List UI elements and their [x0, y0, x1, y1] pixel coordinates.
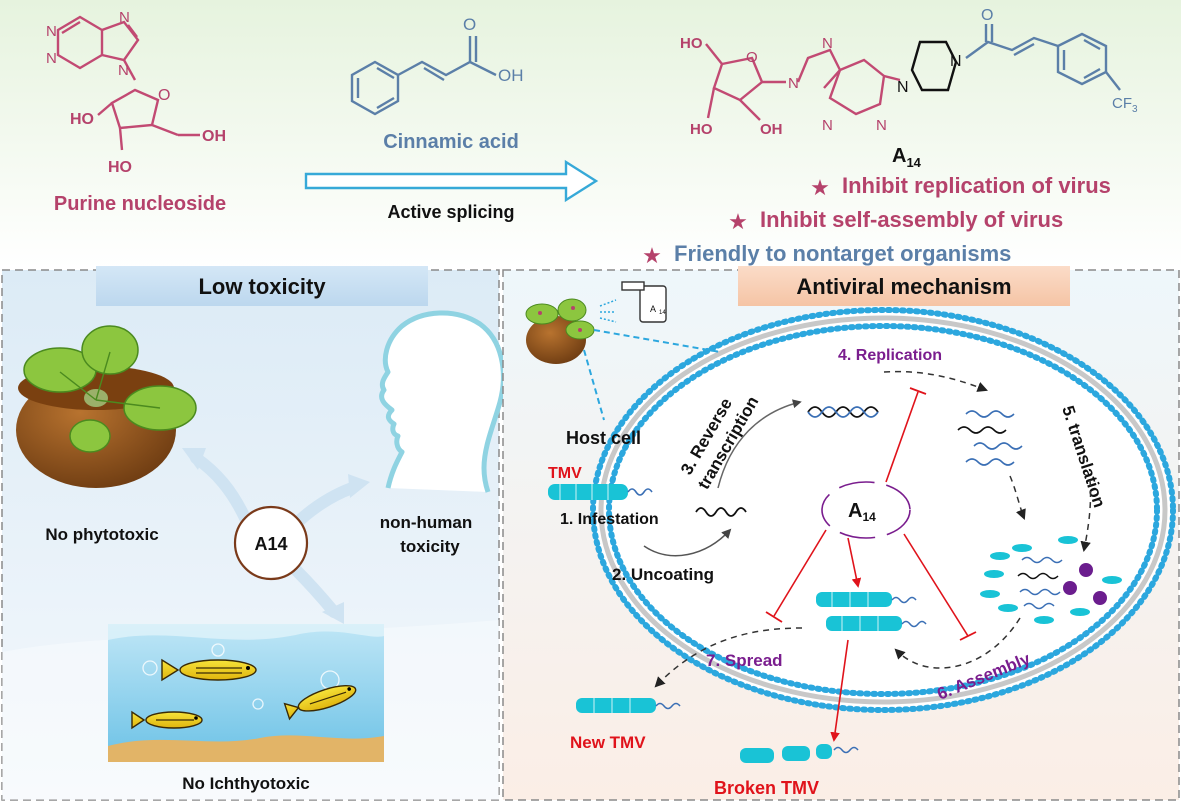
assembled-virions [816, 592, 927, 631]
new-tmv-label: New TMV [570, 733, 646, 752]
atom-oh: OH [202, 128, 226, 145]
spray-a14-sub: 14 [659, 310, 666, 316]
viral-protein-cluster [980, 536, 1122, 624]
toxicity-label: toxicity [400, 537, 460, 556]
no-ichthyotoxic-label: No Ichthyotoxic [182, 774, 310, 793]
star-icon: ★ [810, 175, 830, 200]
atom-ho: HO [108, 159, 132, 176]
double-stranded-rna [807, 406, 879, 418]
atom-oh: OH [760, 121, 783, 138]
atom-n: N [876, 117, 887, 134]
atom-ho: HO [70, 111, 94, 128]
arrow-to-human [294, 482, 358, 526]
claim-nontarget: Friendly to nontarget organisms [674, 241, 1011, 266]
atom-o: O [981, 7, 993, 24]
active-splicing-arrow: Active splicing [304, 159, 599, 222]
non-human-label: non-human [380, 513, 473, 532]
human-head-illustration [379, 310, 506, 493]
claim-replication: Inhibit replication of virus [842, 173, 1111, 198]
a14-structure: O HO HO OH N N N N N N O CF3 A14 [680, 7, 1138, 170]
cinnamic-acid-label: Cinnamic acid [383, 131, 519, 153]
a14-center-label: A14 [254, 534, 287, 554]
atom-n: N [46, 50, 57, 67]
step7-spread: 7. Spread [706, 651, 783, 670]
no-phytotoxic-label: No phytotoxic [45, 525, 158, 544]
antiviral-mechanism-panel: Antiviral mechanism A 14 Host cell T [502, 266, 1180, 801]
claim-self-assembly: Inhibit self-assembly of virus [760, 207, 1063, 232]
a14-label: A14 [892, 145, 922, 170]
purine-nucleoside-structure: N N N N O HO HO OH Purine nucleoside [46, 9, 226, 215]
low-toxicity-panel: Low toxicity No phytotoxic non-human tox… [1, 266, 506, 801]
atom-n: N [46, 23, 57, 40]
atom-cf3: CF3 [1112, 95, 1138, 115]
purine-nucleoside-label: Purine nucleoside [54, 193, 226, 215]
step1-infestation: 1. Infestation [560, 511, 659, 528]
viral-rna-strand [695, 507, 747, 517]
low-toxicity-title: Low toxicity [198, 274, 326, 299]
tmv-label: TMV [548, 465, 582, 482]
atom-o: O [463, 15, 476, 34]
atom-n: N [822, 35, 833, 52]
atom-o: O [158, 87, 170, 104]
antiviral-mechanism-title: Antiviral mechanism [796, 274, 1011, 299]
atom-n: N [118, 62, 129, 79]
sprayed-plant-illustration [525, 298, 617, 364]
host-cell-label: Host cell [566, 428, 641, 448]
a14-inhibitor-label: A14 [848, 500, 876, 524]
atom-n: N [119, 9, 130, 26]
spray-bottle-icon: A 14 [621, 281, 667, 323]
step2-uncoating: 2. Uncoating [612, 565, 714, 584]
star-icon: ★ [642, 243, 662, 268]
cinnamic-acid-structure: O OH Cinnamic acid [350, 15, 524, 153]
broken-tmv-fragments [740, 744, 859, 763]
spray-a14-label: A [650, 304, 656, 314]
a14-inhibitor-node [821, 481, 911, 539]
atom-oh: OH [498, 66, 524, 85]
new-tmv-particle [576, 698, 681, 713]
atom-n: N [950, 53, 962, 70]
fish-tank-illustration [108, 624, 384, 762]
atom-n: N [822, 117, 833, 134]
tmv-virus-particle [548, 484, 653, 500]
active-splicing-label: Active splicing [387, 202, 514, 222]
atom-n: N [788, 75, 799, 92]
arrow-to-plant [190, 452, 252, 526]
star-icon: ★ [728, 209, 748, 234]
atom-o: O [746, 49, 758, 66]
inhibition-lines [765, 387, 977, 742]
potted-plant-illustration [16, 325, 197, 488]
broken-tmv-label: Broken TMV [714, 778, 819, 798]
claims-list: ★ Inhibit replication of virus ★ Inhibit… [642, 173, 1111, 268]
a14-center-circle [233, 505, 309, 581]
step4-replication: 4. Replication [838, 347, 942, 364]
atom-ho: HO [680, 35, 703, 52]
atom-n: N [897, 79, 909, 96]
atom-ho: HO [690, 121, 713, 138]
replicated-rna-strands [957, 410, 1023, 466]
